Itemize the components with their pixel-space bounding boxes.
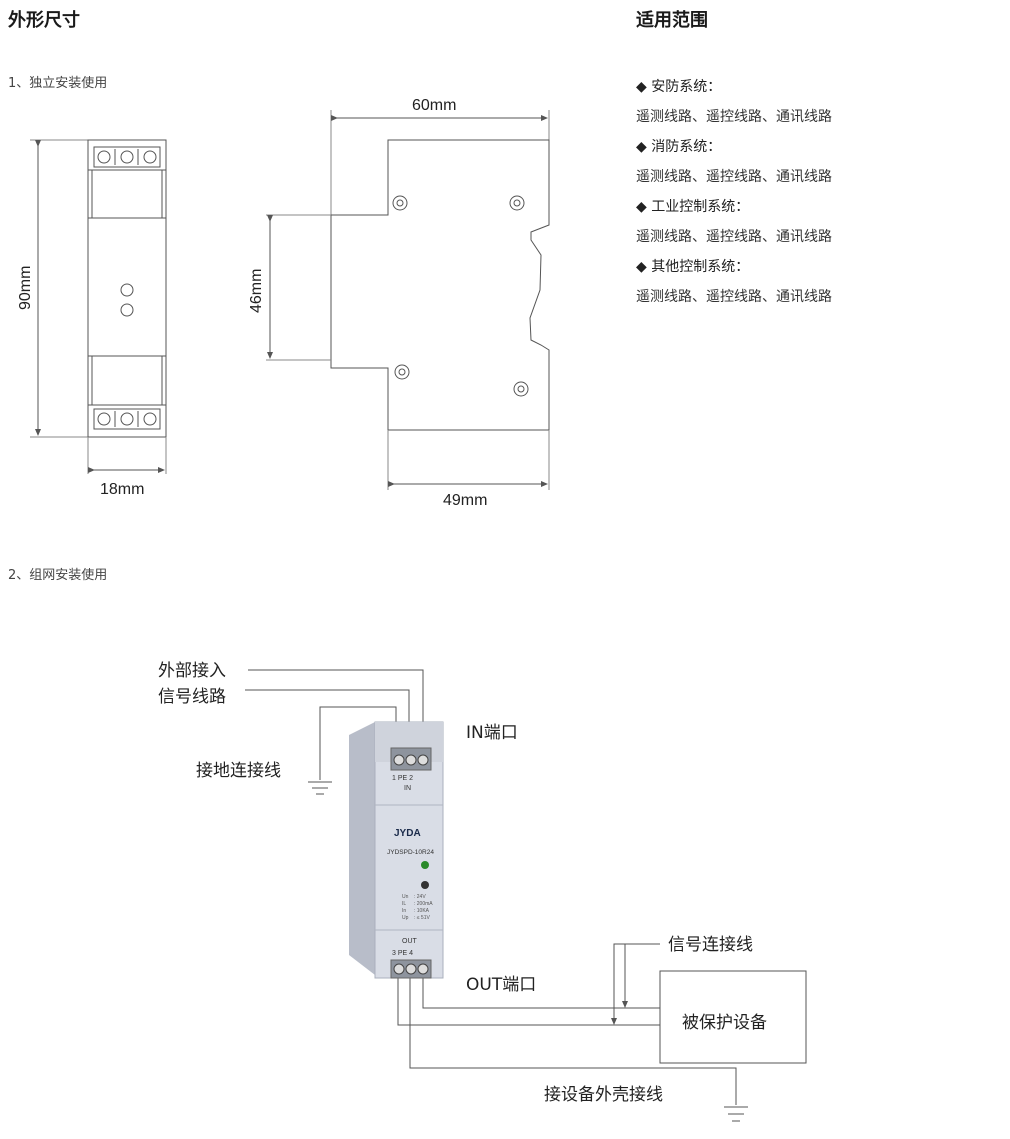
ground-line-label: 接地连接线 (196, 761, 281, 781)
case-ground-label: 接设备外壳接线 (544, 1085, 663, 1105)
scope-item: ◆ 其他控制系统： 遥测线路、遥控线路、通讯线路 (636, 252, 976, 312)
width-dimension-label: 18mm (100, 481, 144, 498)
device-spec-key: Un (402, 894, 409, 900)
scope-item-desc: 遥测线路、遥控线路、通讯线路 (636, 229, 832, 245)
device-spec-key: In (402, 908, 406, 914)
device-spec-value: : 24V (414, 894, 426, 900)
signal-connect-label: 信号连接线 (668, 935, 753, 955)
scope-item: ◆ 消防系统： 遥测线路、遥控线路、通讯线路 (636, 132, 976, 192)
scope-item-title: ◆ 工业控制系统： (636, 199, 750, 215)
scope-item-desc: 遥测线路、遥控线路、通讯线路 (636, 109, 832, 125)
surge-protector-device (349, 721, 444, 979)
device-model: JYDSPD-10R24 (387, 849, 434, 856)
device-out-terminals: 3 PE 4 (392, 950, 413, 957)
scope-item-title: ◆ 消防系统： (636, 139, 722, 155)
protected-device-label: 被保护设备 (682, 1013, 767, 1033)
scope-item-desc: 遥测线路、遥控线路、通讯线路 (636, 169, 832, 185)
protected-device-box (659, 970, 807, 1064)
scope-item-title: ◆ 安防系统： (636, 79, 722, 95)
device-spec-value: : 200mA (414, 901, 433, 907)
device-spec-value: : ≤ 51V (414, 915, 430, 921)
out-port-label: OUT端口 (466, 975, 536, 995)
dimensions-heading: 外形尺寸 (8, 10, 80, 31)
network-section-label: 2、组网安装使用 (8, 568, 108, 583)
device-spec-value: : 10KA (414, 908, 430, 914)
depth-bottom-dimension-label: 49mm (443, 492, 487, 509)
height-dimension-label: 90mm (17, 266, 34, 310)
signal-line-label: 信号线路 (158, 687, 226, 707)
device-in-terminals: 1 PE 2 (392, 775, 413, 782)
device-in-label: IN (404, 785, 411, 792)
in-port-label: IN端口 (466, 723, 518, 743)
side-view-drawing (266, 110, 550, 490)
scope-item: ◆ 工业控制系统： 遥测线路、遥控线路、通讯线路 (636, 192, 976, 252)
external-in-label: 外部接入 (158, 661, 226, 681)
device-spec-key: Up (402, 915, 409, 921)
device-out-label: OUT (402, 938, 418, 945)
scope-item-title: ◆ 其他控制系统： (636, 259, 750, 275)
mount-dimension-label: 46mm (248, 269, 265, 313)
wiring-lines (245, 669, 748, 1122)
depth-top-dimension-label: 60mm (412, 97, 456, 114)
scope-list: ◆ 安防系统： 遥测线路、遥控线路、通讯线路 ◆ 消防系统： 遥测线路、遥控线路… (636, 72, 976, 312)
scope-item-desc: 遥测线路、遥控线路、通讯线路 (636, 289, 832, 305)
device-spec-key: IL (402, 901, 406, 907)
scope-item: ◆ 安防系统： 遥测线路、遥控线路、通讯线路 (636, 72, 976, 132)
front-view-drawing (30, 139, 167, 474)
scope-heading: 适用范围 (636, 10, 708, 31)
device-brand: JYDA (394, 828, 421, 839)
standalone-section-label: 1、独立安装使用 (8, 76, 108, 91)
